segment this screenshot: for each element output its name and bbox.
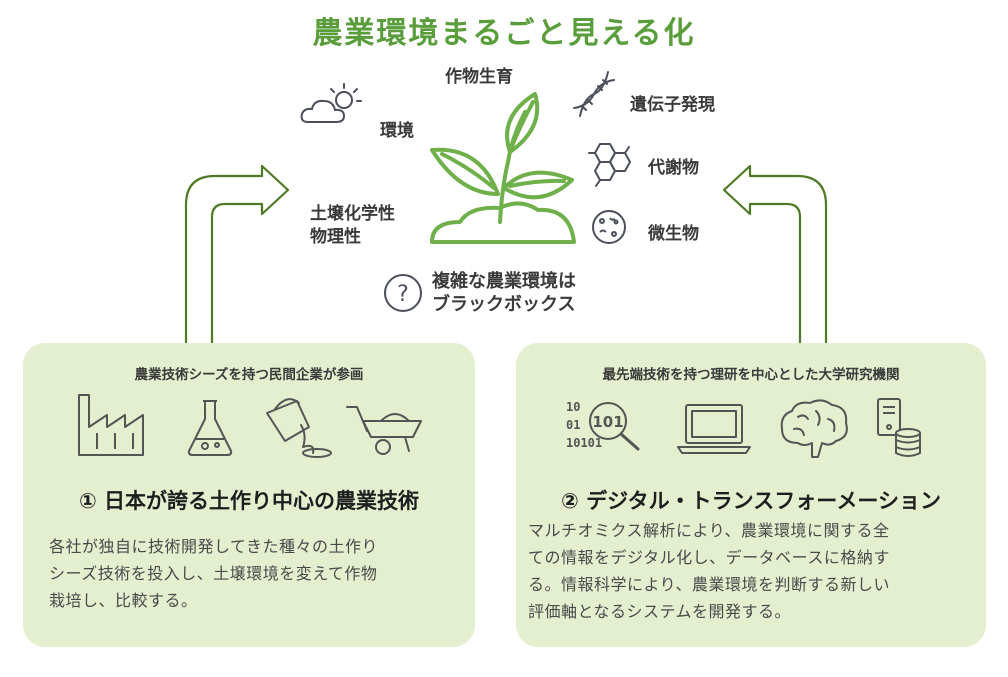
label-soil-properties: 土壌化学性 物理性 (310, 203, 395, 249)
weather-cloud-sun-icon (300, 83, 362, 123)
dna-icon (573, 71, 615, 117)
label-crop-growth: 作物生育 (445, 67, 513, 87)
label-microbe: 微生物 (648, 224, 699, 244)
left-panel-heading: ① 日本が誇る土作り中心の農業技術 (78, 489, 420, 513)
question-mark-icon: ? (384, 274, 422, 312)
left-body-line-1: 各社が独自に技術開発してきた種々の土作り (49, 537, 379, 556)
label-gene-expression: 遺伝子発現 (630, 95, 715, 115)
right-panel-subtitle: 最先端技術を持つ理研を中心とした大学研究機関 (602, 367, 900, 383)
left-body-line-2: シーズ技術を投入し、土壌環境を変えて作物 (49, 564, 378, 583)
soil-line-1: 土壌化学性 (310, 204, 395, 224)
binary-search-icon: 10 01 10101 101 (566, 400, 640, 451)
label-metabolite: 代謝物 (648, 158, 699, 178)
sprout-plant-icon (430, 92, 576, 244)
right-body-line-2: ての情報をデジタル化し、データベースに格納す (528, 548, 890, 567)
binary-text-3: 10101 (566, 436, 602, 450)
right-body-line-4: 評価軸となるシステムを開発する。 (528, 602, 792, 621)
blackbox-text: 複雑な農業環境は ブラックボックス (432, 270, 576, 316)
binary-text-1: 101 (592, 413, 623, 431)
left-body-line-3: 栽培し、比較する。 (49, 591, 198, 610)
watering-bucket-icon (266, 398, 332, 458)
right-panel-heading: ② デジタル・トランスフォーメーション (561, 489, 941, 513)
label-environment: 環境 (380, 121, 414, 141)
svg-text:10: 10 (566, 400, 580, 414)
soil-line-2: 物理性 (310, 227, 361, 247)
right-body-line-1: マルチオミクス解析により、農業環境に関する全 (528, 521, 890, 540)
wheelbarrow-icon (346, 406, 422, 455)
molecule-hexagon-icon (588, 143, 631, 187)
flask-icon (187, 400, 233, 456)
right-panel: 最先端技術を持つ理研を中心とした大学研究機関 10 01 10101 101 (516, 343, 986, 647)
svg-text:?: ? (397, 282, 409, 307)
left-panel: 農業技術シーズを持つ民間企業が参画 (23, 343, 475, 647)
left-panel-body: 各社が独自に技術開発してきた種々の土作り シーズ技術を投入し、土壌環境を変えて作… (49, 533, 469, 614)
microbe-icon (592, 210, 626, 244)
brain-icon (780, 399, 848, 458)
factory-icon (78, 394, 144, 456)
database-icon (877, 398, 921, 457)
binary-text-2: 01 (566, 418, 580, 432)
right-panel-body: マルチオミクス解析により、農業環境に関する全 ての情報をデジタル化し、データベー… (528, 517, 984, 625)
diagram-title: 農業環境まるごと見える化 (312, 16, 696, 51)
blackbox-line-2: ブラックボックス (432, 294, 576, 315)
blackbox-line-1: 複雑な農業環境は (432, 271, 576, 292)
left-panel-subtitle: 農業技術シーズを持つ民間企業が参画 (134, 367, 364, 383)
right-arrow (722, 164, 828, 345)
laptop-icon (677, 404, 751, 454)
right-body-line-3: る。情報科学により、農業環境を判断する新しい (528, 575, 891, 594)
